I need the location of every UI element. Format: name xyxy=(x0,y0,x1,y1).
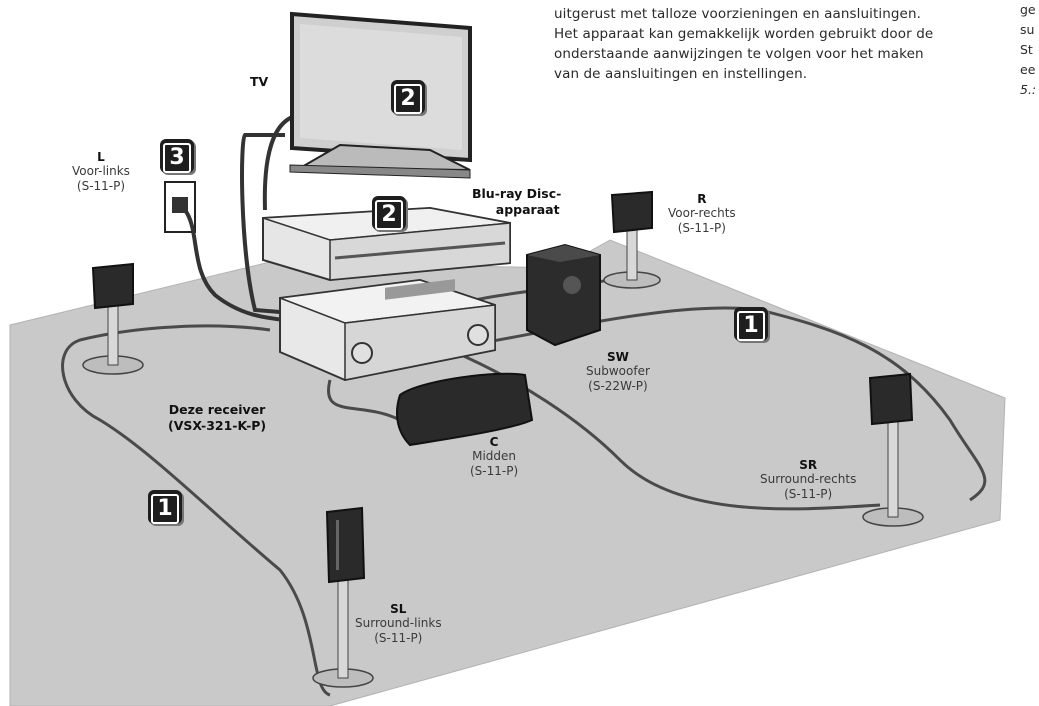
speaker-name: Surround-rechts xyxy=(760,472,857,486)
edge-line: 5.: xyxy=(1020,82,1037,97)
device-cables xyxy=(183,113,301,322)
step-badge: 3 xyxy=(160,139,194,173)
step-badge: 1 xyxy=(734,307,768,341)
step-badge: 2 xyxy=(391,80,425,114)
subwoofer-box xyxy=(526,243,601,347)
speaker-name: Voor-links xyxy=(72,164,130,178)
edge-text-column: ge su St ee 5.: xyxy=(1020,0,1036,100)
speaker-name: Midden xyxy=(472,449,517,463)
surround-right-label: SR Surround-rechts (S-11-P) xyxy=(760,458,856,502)
intro-line: onderstaande aanwijzingen te volgen voor… xyxy=(554,46,924,62)
subwoofer-label: SW Subwoofer (S-22W-P) xyxy=(586,350,650,394)
step-number: 2 xyxy=(375,200,403,230)
speaker-model: (S-11-P) xyxy=(76,179,126,193)
step-number: 1 xyxy=(737,311,765,341)
speaker-code: C xyxy=(489,435,499,449)
speaker-name: Voor-rechts xyxy=(668,206,736,220)
front-right-label: R Voor-rechts (S-11-P) xyxy=(668,192,736,236)
av-receiver xyxy=(279,278,496,382)
speaker-code: R xyxy=(697,192,707,206)
edge-line: ge xyxy=(1020,2,1036,17)
speaker-name: Subwoofer xyxy=(586,364,650,378)
speaker-code: SL xyxy=(390,602,407,616)
step-badge: 2 xyxy=(372,196,406,230)
receiver-label-line: Deze receiver xyxy=(168,402,266,417)
step-number: 2 xyxy=(394,84,422,114)
front-left-label: L Voor-links (S-11-P) xyxy=(72,150,130,194)
speaker-code: SW xyxy=(607,350,629,364)
bluray-label-line: Blu-ray Disc- xyxy=(472,186,562,201)
step-number: 1 xyxy=(151,494,179,524)
speaker-code: SR xyxy=(799,458,818,472)
surround-left-speaker xyxy=(312,506,374,688)
speaker-model: (S-11-P) xyxy=(784,487,833,501)
bluray-label-line: apparaat xyxy=(495,202,560,217)
center-speaker xyxy=(396,372,534,447)
speaker-model: (S-11-P) xyxy=(470,464,519,478)
receiver-label: Deze receiver (VSX-321-K-P) xyxy=(168,402,266,434)
tv-label: TV xyxy=(250,74,269,89)
intro-line: van de aansluitingen en instellingen. xyxy=(554,66,808,82)
intro-paragraph: uitgerust met talloze voorzieningen en a… xyxy=(554,4,994,84)
intro-line: uitgerust met talloze voorzieningen en a… xyxy=(554,6,922,22)
speaker-name: Surround-links xyxy=(355,616,442,630)
front-right-speaker xyxy=(603,190,661,289)
speaker-model: (S-11-P) xyxy=(677,221,726,235)
edge-line: su xyxy=(1020,22,1035,37)
surround-left-label: SL Surround-links (S-11-P) xyxy=(355,602,442,646)
step-number: 3 xyxy=(163,143,191,173)
step-badge: 1 xyxy=(148,490,182,524)
receiver-label-line: (VSX-321-K-P) xyxy=(168,418,267,433)
speaker-model: (S-11-P) xyxy=(374,631,423,645)
tv-device xyxy=(289,11,472,179)
bluray-label: Blu-ray Disc- apparaat xyxy=(472,186,561,218)
edge-line: St xyxy=(1020,42,1033,57)
speaker-model: (S-22W-P) xyxy=(588,379,648,393)
edge-line: ee xyxy=(1020,62,1036,77)
speaker-code: L xyxy=(97,150,105,164)
surround-right-speaker xyxy=(862,372,924,527)
front-left-speaker xyxy=(82,262,144,375)
center-label: C Midden (S-11-P) xyxy=(470,435,518,479)
intro-line: Het apparaat kan gemakkelijk worden gebr… xyxy=(554,26,934,42)
